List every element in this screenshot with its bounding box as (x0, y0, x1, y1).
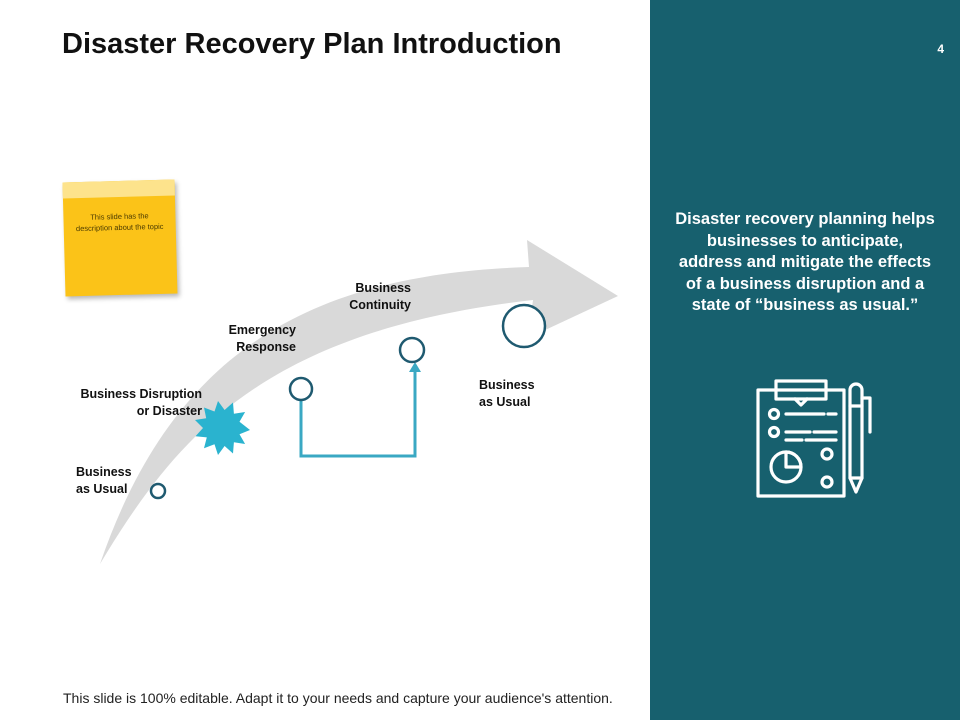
clipboard-pen-chart-icon (756, 379, 872, 498)
stage-label-business-continuity: Business Continuity (349, 281, 411, 312)
stage-marker (149, 482, 167, 500)
stage-label-business-as-usual-end: Business as Usual (479, 378, 535, 409)
panel-description: Disaster recovery planning helps busines… (675, 210, 935, 315)
disruption-burst-icon (195, 401, 250, 455)
slide-title: Disaster Recovery Plan Introduction (62, 28, 562, 60)
connector-arrowhead (409, 362, 421, 372)
stage-label-business-as-usual-start: Business as Usual (76, 465, 132, 496)
description-panel: 4 Disaster recovery planning helps busin… (650, 0, 960, 720)
stage-marker (288, 376, 314, 402)
progress-arrow (100, 240, 618, 564)
stage-marker (501, 303, 547, 349)
page-number: 4 (937, 42, 944, 56)
sticky-note-text: This slide has the description about the… (75, 211, 164, 234)
recovery-diagram (100, 240, 618, 564)
response-connector (299, 368, 417, 458)
footer-note: This slide is 100% editable. Adapt it to… (63, 690, 613, 706)
stage-label-emergency-response: Emergency Response (228, 323, 296, 354)
sticky-note: This slide has the description about the… (62, 179, 178, 297)
stage-label-business-disruption: Business Disruption or Disaster (80, 387, 202, 418)
stage-marker (398, 336, 426, 364)
